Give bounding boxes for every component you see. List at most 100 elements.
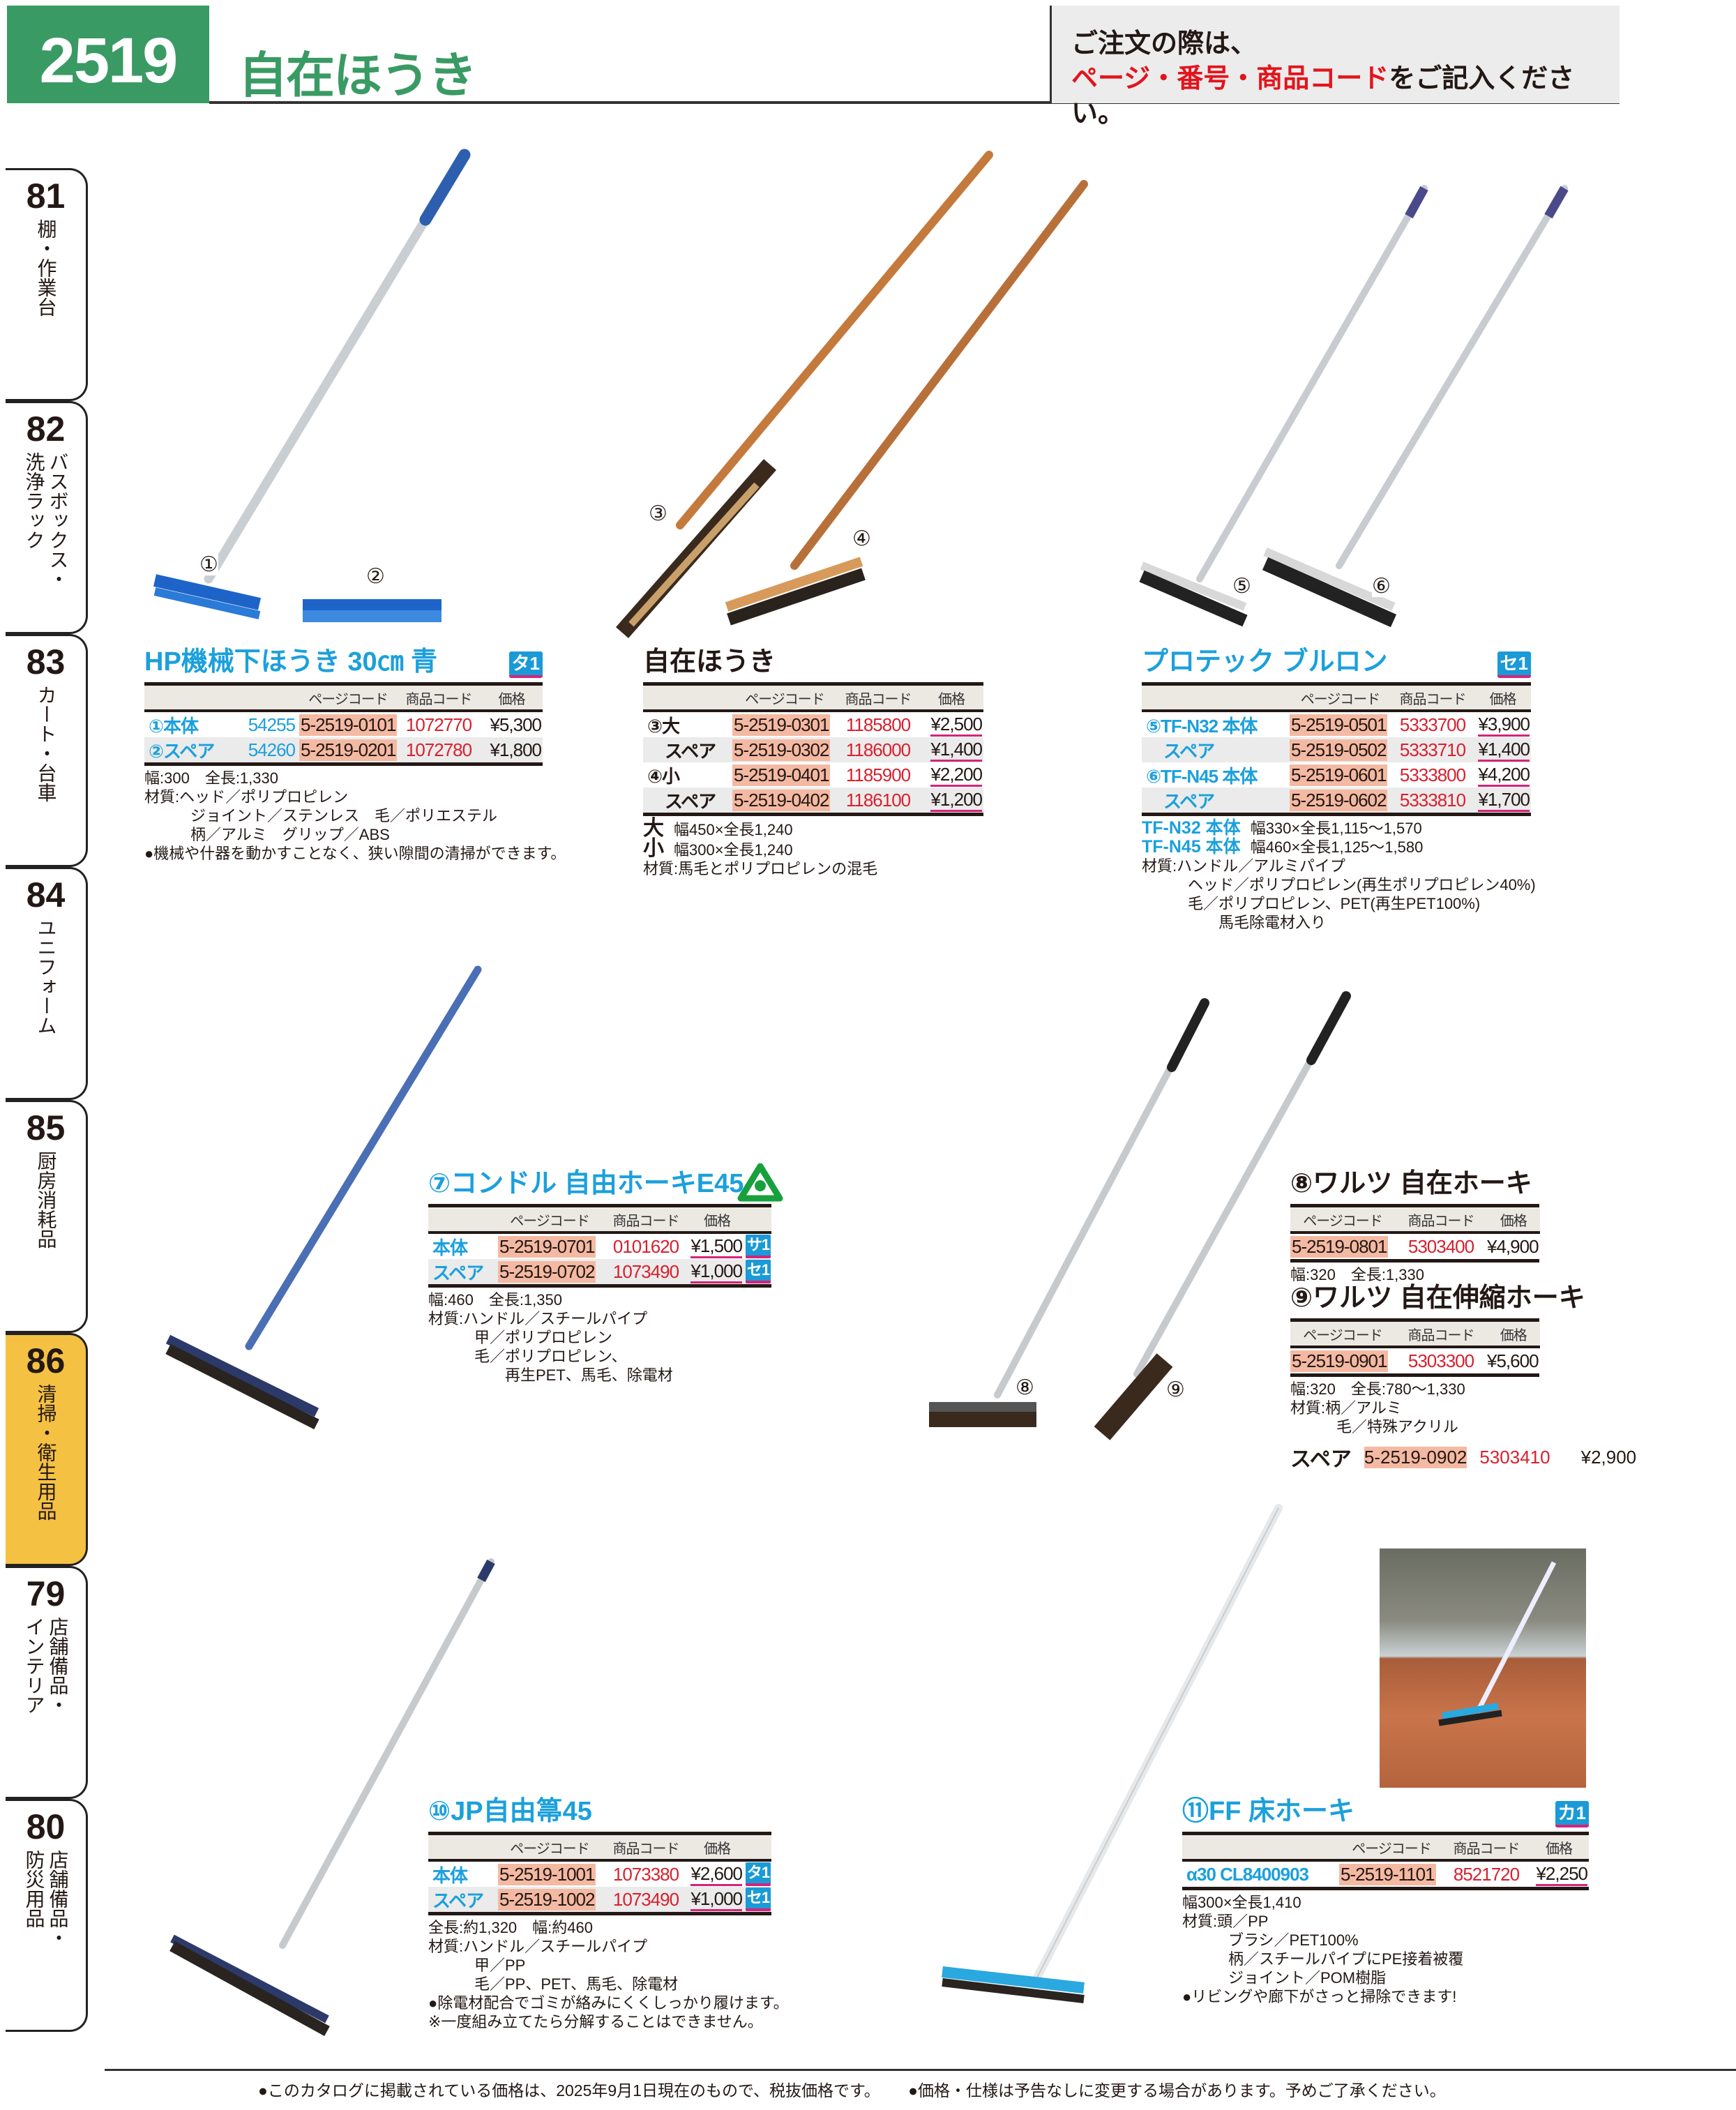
row-label-cell: ③大 xyxy=(643,712,732,737)
product-title-row: ⑩JP自由箒45 xyxy=(428,1793,771,1828)
row-label: ①本体 xyxy=(149,715,199,737)
row-model-number: 54260 xyxy=(248,739,296,760)
table-header-cell: 商品コード xyxy=(397,686,481,712)
row-model-number: 54255 xyxy=(248,714,296,735)
price-cell: ¥1,500 xyxy=(690,1234,744,1259)
illustration-label: ④ xyxy=(852,527,871,550)
page-code-cell: 5-2519-0402 xyxy=(732,788,837,813)
page-code: 5-2519-0601 xyxy=(1290,764,1388,786)
table-header-cell: ページコード xyxy=(732,686,837,712)
row-label-cell: 本体 xyxy=(428,1862,498,1887)
spec-line: 甲／ポリプロピレン xyxy=(428,1328,771,1347)
side-tab-number: 79 xyxy=(26,1574,66,1613)
spec-text: ●リビングや廊下がさっと掃除できます! xyxy=(1182,1988,1457,2005)
row-label: スペア xyxy=(432,1262,484,1283)
row-label: ③大 xyxy=(647,715,680,737)
price-cell: ¥1,000 xyxy=(690,1259,744,1284)
row-label-cell: 本体 xyxy=(428,1234,498,1259)
product-code: 1072770 xyxy=(405,714,472,735)
spec-line: 毛／特殊アクリル xyxy=(1290,1417,1539,1436)
side-tab-number: 82 xyxy=(26,409,66,449)
spec-text: 幅:300 全長:1,330 xyxy=(144,769,278,787)
row-label-cell: スペア xyxy=(643,737,732,762)
broom-head-image-2 xyxy=(303,599,441,622)
row-label-cell: スペア xyxy=(428,1887,498,1912)
spec-line: 柄／スチールパイプにPE接着被覆 xyxy=(1182,1950,1589,1968)
row-label-cell: α30 CL8400903 xyxy=(1182,1862,1339,1887)
broom-image-5 xyxy=(1139,185,1428,627)
spec-text: 幅300×全長1,410 xyxy=(1182,1894,1301,1911)
illustration-label: ⑨ xyxy=(1166,1378,1185,1401)
spec-line: 毛／ポリプロピレン、PET(再生PET100%) xyxy=(1142,894,1531,913)
spec-line: 小幅300×全長1,240 xyxy=(643,838,983,859)
row-label: スペア xyxy=(647,790,716,812)
spec-text: 再生PET、馬毛、除電材 xyxy=(428,1366,673,1384)
row-label: ⑤TF-N32 本体 xyxy=(1146,715,1258,737)
page-code-cell: 5-2519-0301 xyxy=(732,712,837,737)
order-note-highlight: ページ・番号・商品コード xyxy=(1071,64,1389,93)
spec-text: 幅460×全長1,125～1,580 xyxy=(1250,838,1424,856)
supplier-badge: セ1 xyxy=(745,1887,771,1911)
illustration-label: ⑤ xyxy=(1232,575,1251,598)
spec-text: 柄／アルミ グリップ／ABS xyxy=(144,826,390,843)
order-note: ご注文の際は、 ページ・番号・商品コードをご記入ください。 xyxy=(1050,6,1620,128)
spec-line: 材質:頭／PP xyxy=(1182,1912,1589,1931)
price-cell: ¥4,200 xyxy=(1474,762,1531,788)
order-note-line1: ご注文の際は、 xyxy=(1071,29,1258,59)
price: ¥4,900 xyxy=(1487,1235,1539,1257)
table-header-blank xyxy=(428,1207,498,1234)
side-tab-number: 84 xyxy=(26,875,66,914)
product-code: 5333700 xyxy=(1399,714,1466,735)
photo-broom-illustration xyxy=(1438,1561,1557,1726)
spec-line: ヘッド／ポリプロピレン(再生ポリプロピレン40%) xyxy=(1142,875,1536,894)
header-divider xyxy=(209,101,1620,104)
page-code: 5-2519-0502 xyxy=(1290,739,1388,761)
spec-text: 幅330×全長1,115～1,570 xyxy=(1250,820,1422,837)
spec-line: 材質:ハンドル／スチールパイプ xyxy=(428,1937,771,1956)
spec-text: 幅450×全長1,240 xyxy=(674,821,793,838)
row-badge-cell: タ1 xyxy=(744,1862,771,1887)
product-title-row: プロテック ブルロンセ1 xyxy=(1142,643,1531,678)
page-code-cell: 5-2519-0702 xyxy=(498,1259,601,1284)
price: ¥5,600 xyxy=(1487,1350,1539,1371)
spec-text: 幅:320 全長:1,330 xyxy=(1290,1266,1424,1283)
broom-image-8 xyxy=(929,998,1209,1427)
page-code-cell: 5-2519-0401 xyxy=(732,762,837,788)
row-label: スペア xyxy=(1146,790,1215,812)
price-cell: ¥5,600 xyxy=(1487,1348,1540,1373)
footer-price-note: ●このカタログに掲載されている価格は、2025年9月1日現在のもので、税抜価格で… xyxy=(258,2081,880,2100)
row-label-cell: スペア xyxy=(428,1259,498,1284)
price: ¥1,400 xyxy=(1478,739,1530,762)
page-code: 5-2519-1101 xyxy=(1339,1863,1436,1885)
spec-line: ●除電材配合でゴミが絡みにくくしっかり履けます。 xyxy=(428,1994,789,2012)
product-code: 1073380 xyxy=(612,1863,679,1885)
spec-line: 大幅450×全長1,240 xyxy=(643,818,983,839)
table-header-blank xyxy=(1182,1835,1339,1862)
spec-line: 幅300×全長1,410 xyxy=(1182,1893,1589,1912)
product-code: 8521720 xyxy=(1453,1863,1520,1885)
spec-line: TF-N45 本体幅460×全長1,125～1,580 xyxy=(1142,838,1531,857)
page-code: 5-2519-0101 xyxy=(299,714,398,736)
table-header-cell: 価格 xyxy=(1487,1207,1540,1234)
spec-line: 材質:ヘッド／ポリプロピレン xyxy=(144,788,543,806)
spec-text: ※一度組み立てたら分解することはできません。 xyxy=(428,2013,763,2030)
spec-line: ●リビングや廊下がさっと掃除できます! xyxy=(1182,1987,1589,2006)
spec-line: ブラシ／PET100% xyxy=(1182,1931,1589,1950)
side-tab-number: 83 xyxy=(26,642,66,681)
side-tab-label: 厨房消耗品 xyxy=(35,1151,57,1249)
price: ¥3,900 xyxy=(1478,714,1530,737)
table-header-cell: ページコード xyxy=(1290,686,1391,712)
